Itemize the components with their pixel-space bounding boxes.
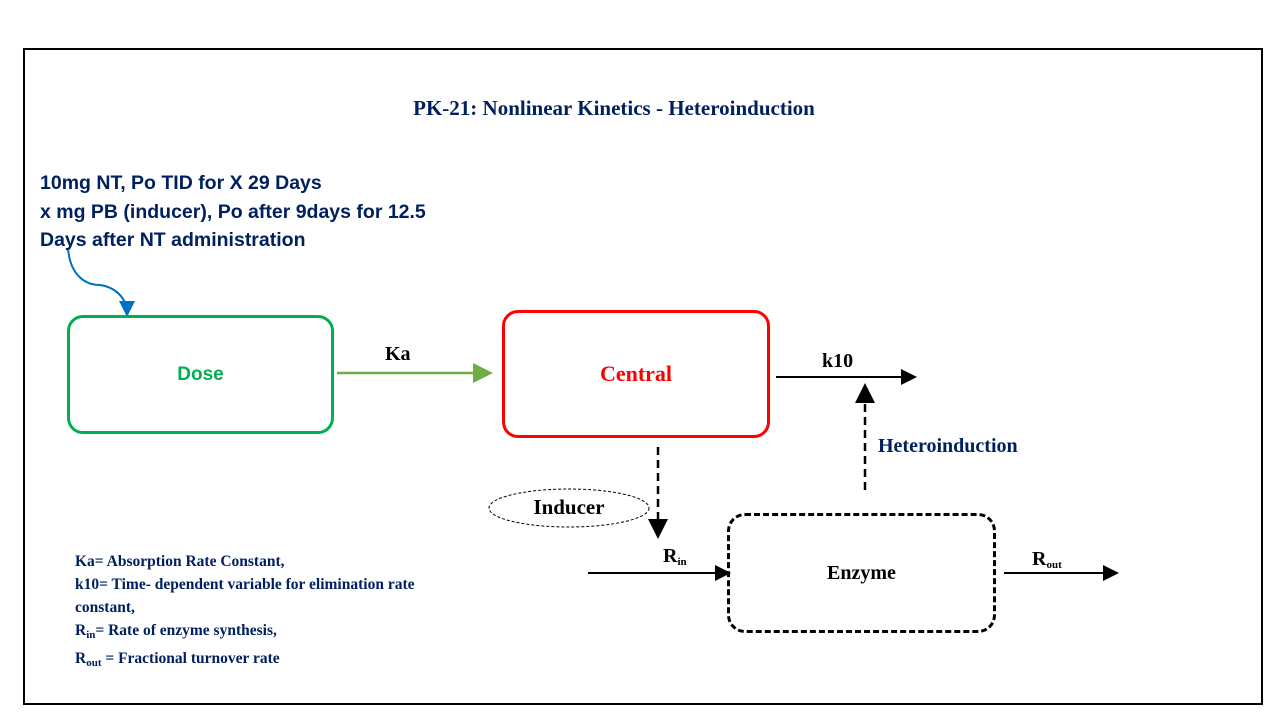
- dose-compartment[interactable]: Dose: [67, 315, 334, 434]
- legend: Ka= Absorption Rate Constant, k10= Time-…: [75, 550, 415, 675]
- ka-label: Ka: [385, 343, 411, 365]
- page-title: PK-21: Nonlinear Kinetics - Heteroinduct…: [413, 96, 815, 120]
- legend-k10-cont: constant,: [75, 599, 135, 616]
- legend-rout: Rout = Fractional turnover rate: [75, 650, 280, 669]
- rout-label: Rout: [1032, 548, 1062, 571]
- dose-label: Dose: [177, 363, 224, 385]
- dosing-line: 10mg NT, Po TID for X 29 Days: [40, 172, 322, 194]
- dosing-text: 10mg NT, Po TID for X 29 Days x mg PB (i…: [40, 169, 426, 255]
- slide-frame: [23, 48, 1263, 705]
- dosing-line: Days after NT administration: [40, 229, 306, 251]
- enzyme-compartment[interactable]: Enzyme: [727, 513, 996, 633]
- central-compartment[interactable]: Central: [502, 310, 770, 438]
- dosing-line: x mg PB (inducer), Po after 9days for 12…: [40, 200, 426, 223]
- heteroinduction-label: Heteroinduction: [878, 435, 1018, 457]
- inducer-label: Inducer: [533, 495, 605, 519]
- legend-k10: k10= Time- dependent variable for elimin…: [75, 576, 415, 593]
- legend-ka: Ka= Absorption Rate Constant,: [75, 553, 285, 570]
- legend-rin: Rin= Rate of enzyme synthesis,: [75, 622, 277, 641]
- dose-curve-arrow: [67, 247, 135, 317]
- enzyme-label: Enzyme: [827, 561, 896, 584]
- central-label: Central: [599, 361, 673, 386]
- rin-label: Rin: [663, 545, 687, 568]
- k10-label: k10: [822, 350, 854, 372]
- inducer-ellipse: [488, 488, 650, 528]
